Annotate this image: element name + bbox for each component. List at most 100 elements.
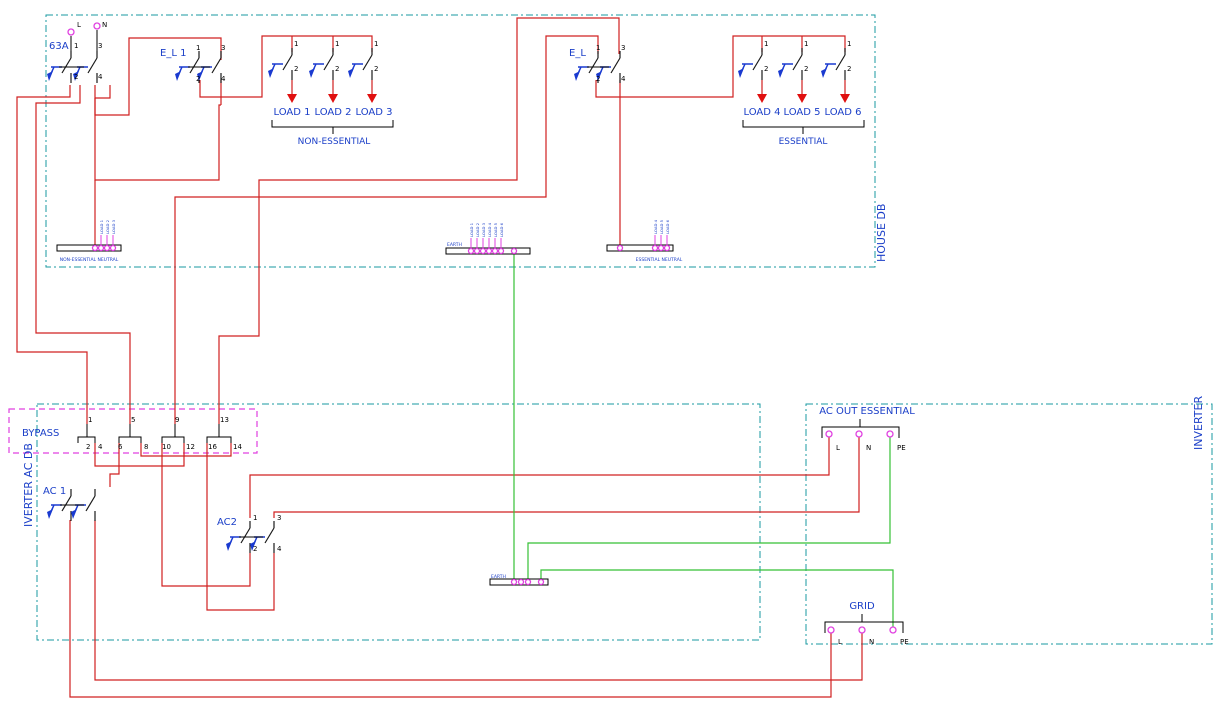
svg-text:12: 12: [186, 443, 195, 451]
ac2-label: AC2: [217, 517, 237, 528]
grid-label: GRID: [849, 601, 875, 612]
svg-text:3: 3: [277, 514, 281, 522]
bypass-label: BYPASS: [22, 428, 59, 439]
ac1-label: AC 1: [43, 486, 66, 497]
el1-breaker: [174, 50, 222, 84]
svg-text:1: 1: [804, 40, 808, 48]
svg-text:2: 2: [374, 65, 378, 73]
earth-wires: [513, 252, 894, 630]
svg-text:1: 1: [253, 514, 257, 522]
house-earth-label: EARTH: [447, 242, 462, 248]
svg-text:1: 1: [596, 44, 600, 52]
main-breaker-label: 63A: [49, 41, 69, 52]
supply-n-terminal: [93, 22, 101, 30]
svg-text:LOAD 1: LOAD 1: [469, 222, 474, 237]
ac1-breaker: [46, 488, 96, 522]
svg-text:1: 1: [335, 40, 339, 48]
load-2-label: LOAD 2: [315, 107, 352, 118]
svg-text:1: 1: [764, 40, 768, 48]
svg-text:2: 2: [596, 75, 600, 83]
svg-text:6: 6: [118, 443, 123, 451]
load-breakers: [267, 47, 846, 81]
bar-tags: LOAD 1 LOAD 2 LOAD 3 LOAD 1 LOAD 2 LOAD …: [99, 219, 670, 237]
svg-text:9: 9: [175, 416, 179, 424]
essential-bracket: [742, 120, 865, 134]
svg-text:4: 4: [621, 75, 626, 83]
load-arrows: [287, 94, 850, 103]
load-1-label: LOAD 1: [274, 107, 311, 118]
svg-text:N: N: [866, 444, 871, 452]
ac-out-label: AC OUT ESSENTIAL: [819, 406, 915, 417]
svg-text:2: 2: [335, 65, 339, 73]
svg-text:14: 14: [233, 443, 242, 451]
svg-text:N: N: [102, 21, 107, 29]
el-breaker: [573, 50, 621, 84]
house-db-title: HOUSE DB: [875, 204, 888, 262]
svg-text:2: 2: [847, 65, 851, 73]
svg-text:4: 4: [98, 73, 103, 81]
svg-text:LOAD 2: LOAD 2: [105, 219, 110, 234]
grid-terminals: [824, 614, 904, 634]
load-5-label: LOAD 5: [784, 107, 821, 118]
essential-label: ESSENTIAL: [779, 137, 828, 147]
svg-text:4: 4: [277, 545, 282, 553]
main-63a-breaker: [46, 50, 98, 84]
svg-text:2: 2: [86, 443, 90, 451]
svg-text:2: 2: [253, 545, 257, 553]
svg-text:10: 10: [162, 443, 171, 451]
inverter-ac-db-enclosure: [36, 403, 761, 641]
svg-text:2: 2: [804, 65, 808, 73]
bypass-pin-numbers: 1 5 9 13 2 4 6 8 10 12 16 14: [86, 416, 242, 451]
bar-pins: [91, 235, 671, 586]
inverter-earth-label: EARTH: [491, 574, 506, 580]
non-essential-label: NON-ESSENTIAL: [298, 137, 371, 147]
svg-text:5: 5: [131, 416, 135, 424]
svg-text:13: 13: [220, 416, 229, 424]
el-label: E_L: [569, 48, 586, 59]
bypass-box: [8, 408, 258, 454]
svg-text:LOAD 3: LOAD 3: [481, 222, 486, 237]
ne-neutral-label: NON-ESSENTIAL NEUTRAL: [60, 257, 119, 263]
live-neutral-wires: [16, 17, 863, 698]
svg-text:2: 2: [196, 75, 200, 83]
ac2-breaker: [225, 520, 275, 554]
svg-text:LOAD 4: LOAD 4: [653, 219, 658, 234]
svg-text:1: 1: [74, 42, 78, 50]
svg-text:L: L: [838, 638, 842, 646]
non-essential-neutral-bar: [56, 244, 122, 252]
ac-out-terminals: [821, 419, 900, 438]
non-essential-bracket: [271, 120, 394, 134]
inverter-enclosure: [805, 403, 1213, 645]
svg-text:1: 1: [847, 40, 851, 48]
svg-text:1: 1: [374, 40, 378, 48]
svg-text:1: 1: [88, 416, 92, 424]
el1-label: E_L 1: [160, 48, 186, 59]
svg-text:2: 2: [764, 65, 768, 73]
svg-text:4: 4: [221, 75, 226, 83]
svg-text:LOAD 5: LOAD 5: [493, 222, 498, 237]
svg-text:2: 2: [74, 73, 78, 81]
svg-text:N: N: [869, 638, 874, 646]
svg-text:LOAD 2: LOAD 2: [475, 222, 480, 237]
svg-text:L: L: [77, 21, 81, 29]
svg-text:LOAD 5: LOAD 5: [659, 219, 664, 234]
bypass-terminals: [77, 424, 232, 443]
svg-text:L: L: [836, 444, 840, 452]
svg-text:3: 3: [221, 44, 225, 52]
essential-neutral-bar: [606, 244, 674, 252]
svg-text:16: 16: [208, 443, 217, 451]
svg-text:1: 1: [196, 44, 200, 52]
house-db-enclosure: [45, 14, 876, 268]
inverter-ac-db-title: IVERTER AC DB: [22, 443, 35, 527]
svg-text:LOAD 3: LOAD 3: [111, 219, 116, 234]
svg-text:1: 1: [294, 40, 298, 48]
load-3-label: LOAD 3: [356, 107, 393, 118]
svg-text:2: 2: [294, 65, 298, 73]
load-pin-numbers: 1 2 1 2 1 2 1 2 1 2 1 2: [294, 40, 851, 73]
svg-text:3: 3: [621, 44, 625, 52]
inverter-title: INVERTER: [1192, 396, 1205, 450]
svg-text:LOAD 6: LOAD 6: [665, 219, 670, 234]
svg-text:4: 4: [98, 443, 103, 451]
load-4-label: LOAD 4: [744, 107, 781, 118]
